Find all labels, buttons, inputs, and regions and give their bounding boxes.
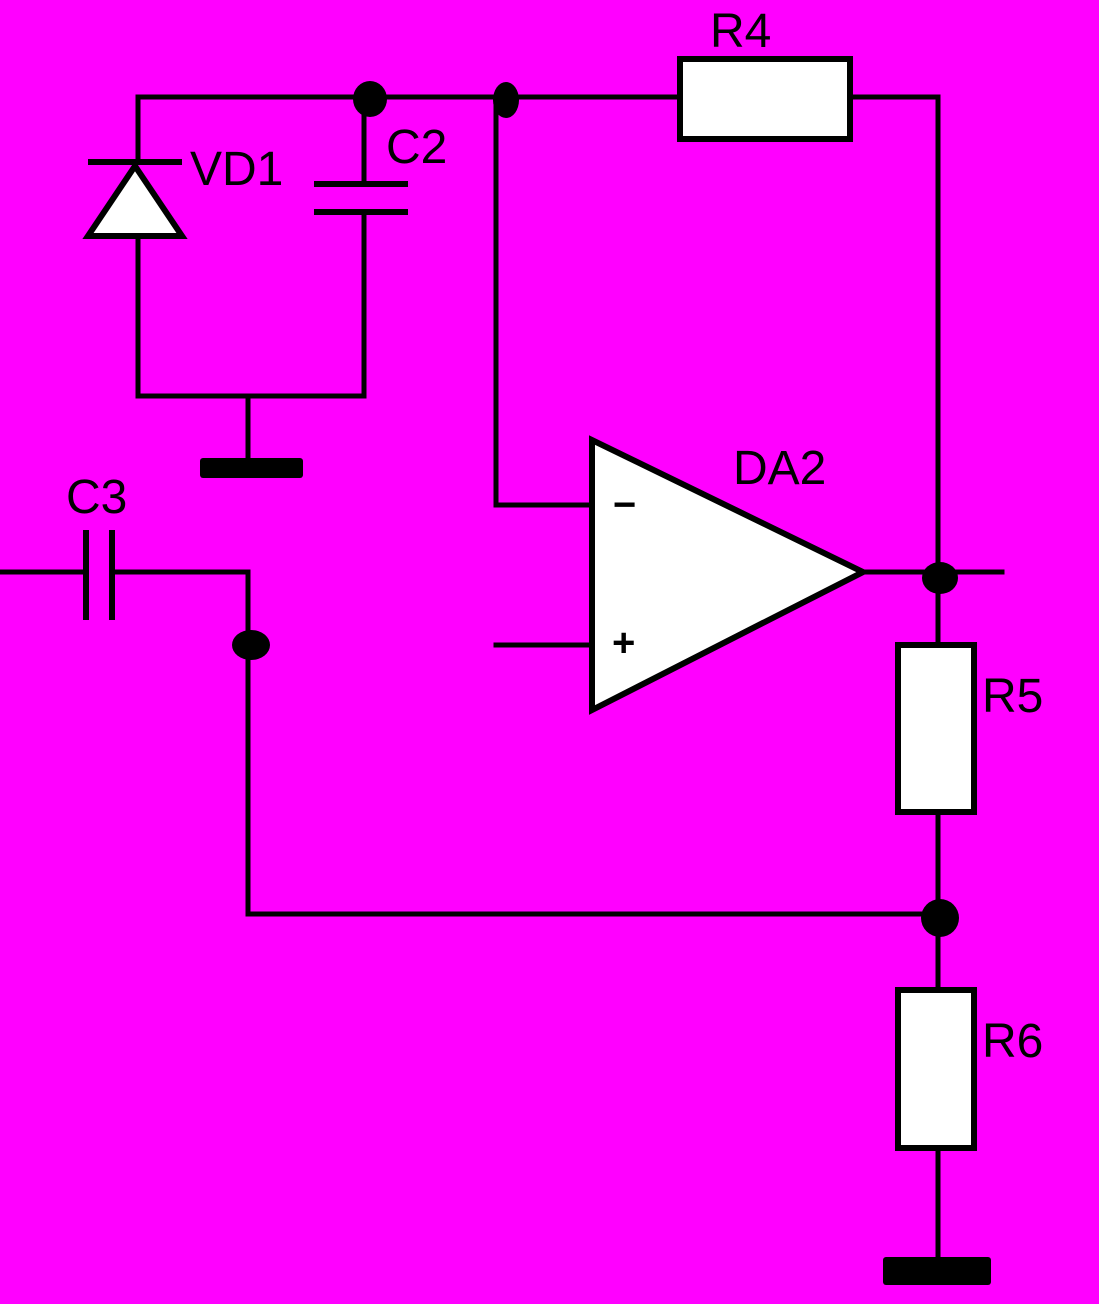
capacitor-c3 (83, 530, 115, 620)
label-da2: DA2 (733, 442, 826, 495)
resistor-r4 (677, 56, 853, 142)
resistor-r6 (895, 987, 977, 1151)
ground-bottom (883, 1257, 991, 1285)
diode-vd1 (82, 159, 188, 239)
label-r6: R6 (982, 1015, 1043, 1068)
junctions (232, 81, 959, 937)
diode-triangle (82, 160, 188, 239)
labels: VD1 C2 C3 R4 R5 R6 DA2 (66, 5, 1043, 1068)
junction-c3 (232, 630, 270, 660)
opamp-triangle (589, 435, 870, 715)
label-r4: R4 (710, 5, 771, 58)
junction-output (922, 562, 958, 594)
resistor-r5 (895, 642, 977, 815)
label-c3: C3 (66, 471, 127, 524)
opamp-plus-sign: + (612, 621, 635, 665)
wires (0, 94, 1005, 1265)
junction-inv-top (493, 82, 519, 118)
capacitor-c2 (314, 181, 408, 215)
junction-r5-r6 (921, 899, 959, 937)
label-c2: C2 (386, 121, 447, 174)
label-r5: R5 (982, 670, 1043, 723)
opamp-minus-sign: − (613, 483, 636, 527)
label-vd1: VD1 (190, 143, 283, 196)
opamp-da2: − + (589, 435, 870, 715)
junction-c2-top (353, 81, 387, 117)
ground-top (200, 458, 303, 478)
